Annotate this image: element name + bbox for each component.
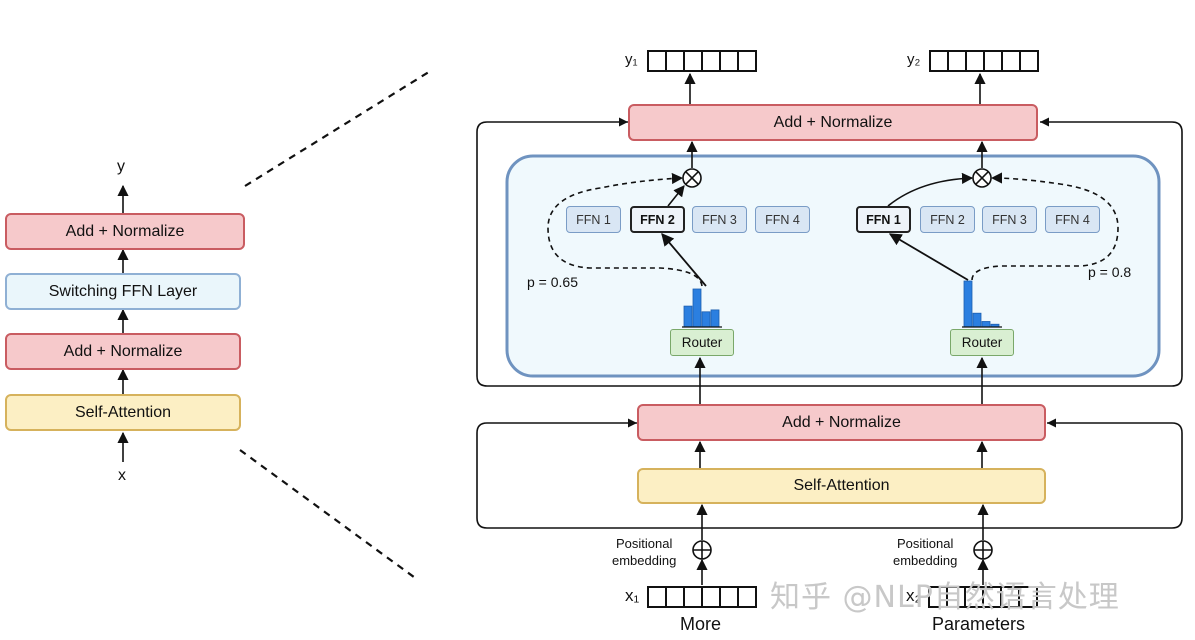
expert-ffn-3-token2: FFN 3 [982,206,1037,233]
output-label-y2: y₂ [907,51,921,68]
embedding-text: embedding [612,553,677,568]
expert-ffn-1-token1: FFN 1 [566,206,621,233]
zoom-line-top [244,69,433,187]
probability-label-token1: p = 0.65 [527,274,578,290]
router-prob-bar [692,288,702,328]
residual-lines [476,121,1183,529]
positional-text: Positional [896,536,954,551]
router-prob-bar [963,280,973,328]
multiply-icon [972,168,992,188]
router-token2: Router [950,329,1014,356]
expert-ffn-2-token2: FFN 2 [920,206,975,233]
input-label-x1: x₁ [625,586,640,605]
router-prob-bar [701,311,711,328]
left-input-label: x [118,467,126,484]
watermark: 知乎 @NLP自然语言处理 [770,580,1120,615]
token-word-1: More [680,614,722,634]
positional-embedding-label-2: Positional embedding [893,535,957,569]
output-vector-y2 [929,50,1039,72]
positional-embedding-label-1: Positional embedding [612,535,676,569]
left-switching-ffn-layer: Switching FFN Layer [5,273,241,310]
left-add-normalize-top: Add + Normalize [5,213,245,250]
add-normalize-bottom: Add + Normalize [637,404,1046,441]
self-attention: Self-Attention [637,468,1046,504]
expert-ffn-4-token1: FFN 4 [755,206,810,233]
expert-ffn-3-token1: FFN 3 [692,206,747,233]
positional-text: Positional [615,536,673,551]
switching-ffn-container [505,154,1161,378]
left-self-attention: Self-Attention [5,394,241,431]
embedding-text: embedding [893,553,958,568]
router-prob-bar [981,321,991,328]
output-label-y1: y₁ [625,51,638,68]
multiply-icon [682,168,702,188]
zoom-line-bottom [239,449,419,581]
input-label-x2: x₂ [906,586,922,605]
add-normalize-top: Add + Normalize [628,104,1038,141]
left-output-label: y [117,158,125,175]
router-bars-1 [682,288,722,328]
probability-label-token2: p = 0.8 [1088,264,1132,280]
router-token1: Router [670,329,734,356]
input-vector-x2 [928,586,1038,608]
expert-ffn-2-token1-selected: FFN 2 [630,206,685,233]
output-vector-y1 [647,50,757,72]
router-bars-2 [962,280,1002,328]
left-add-normalize-bottom: Add + Normalize [5,333,241,370]
expert-ffn-4-token2: FFN 4 [1045,206,1100,233]
expert-ffn-1-token2-selected: FFN 1 [856,206,911,233]
add-icon [973,540,993,560]
router-prob-bar [710,309,720,328]
add-icon [692,540,712,560]
input-vector-x1 [647,586,757,608]
router-prob-bar [972,312,982,328]
router-prob-bar [683,305,693,328]
token-word-2: Parameters [932,614,1026,634]
